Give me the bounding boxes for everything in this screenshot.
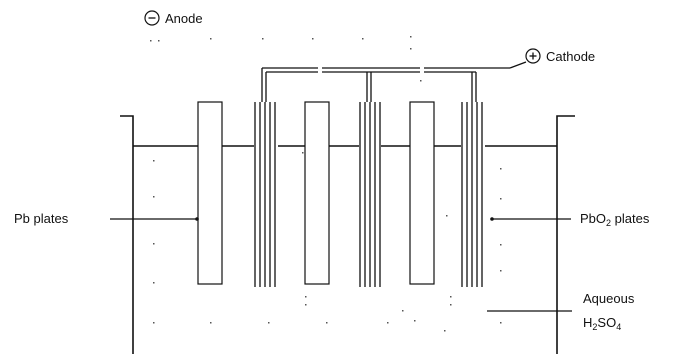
anode-terminal-icon	[144, 10, 160, 26]
anode-label: Anode	[165, 11, 203, 26]
pb-plates-label: Pb plates	[14, 211, 69, 226]
pbo2-plates-label: PbO2 plates	[580, 211, 650, 228]
pbo2-plate	[461, 102, 483, 287]
tank-left-wall	[120, 115, 134, 354]
cathode-terminal-icon	[525, 48, 541, 64]
tank-right-wall	[556, 115, 575, 354]
pb-plates-group	[197, 101, 435, 285]
pbo2-plate	[359, 102, 381, 287]
pbo2-plates-leader-dot	[490, 217, 494, 221]
h2so4-label: H2SO4	[583, 315, 621, 332]
pb-plate	[197, 101, 223, 285]
pbo2-plate	[254, 102, 276, 287]
pb-plate	[409, 101, 435, 285]
pbo2-plates-group	[254, 102, 483, 287]
electrolyte-speckles	[150, 36, 502, 332]
pb-plates-leader-dot	[195, 217, 199, 221]
aqueous-label: Aqueous	[583, 291, 635, 306]
cathode-bus-bar	[261, 61, 527, 102]
pb-plate	[304, 101, 330, 285]
cathode-label: Cathode	[546, 49, 595, 64]
